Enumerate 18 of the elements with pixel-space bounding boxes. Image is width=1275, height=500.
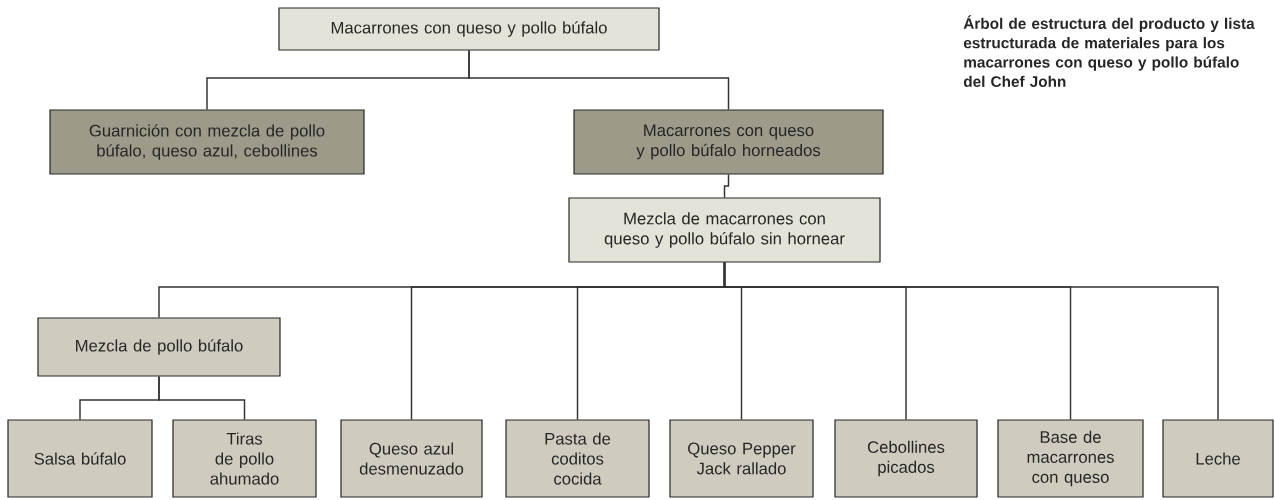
part-box: Salsa búfalo [7,419,153,498]
part-box: Macarrones con queso y pollo búfalo [278,7,660,51]
part-box: Mezcla de pollo búfalo [37,317,281,377]
part-box: Tiras de pollo ahumado [172,419,317,498]
part-box: Mezcla de macarrones con queso y pollo búfalo sin hornear [568,197,881,263]
part-box: Cebollines picados [834,419,978,498]
part-box: Guarnición con mezcla de pollo búfalo, queso azul, cebollines [49,109,365,175]
connector-line [723,173,730,199]
connector-line [158,375,246,421]
part-box: Leche [1162,419,1274,498]
part-box: Pasta de coditos cocida [505,419,650,498]
part-box: Macarrones con queso y pollo búfalo horneados [573,109,884,175]
connector-line [468,49,730,111]
connector-line [723,261,1219,421]
figure-title: Árbol de estructura del producto y lista estructurada de materiales para los macarrones con queso y pollo búfalo del Chef John [963,15,1255,87]
part-box: Queso Pepper Jack rallado [669,419,814,498]
part-box: Queso azul desmenuzado [340,419,483,498]
part-box: Base de macarrones con queso [997,419,1144,498]
